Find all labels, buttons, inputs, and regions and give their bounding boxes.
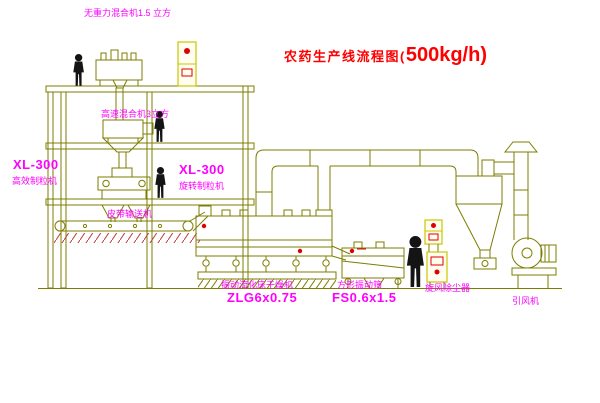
label-fan: 引风机 [512,296,540,306]
label-screen-model: FS0.6x1.5 [332,290,397,305]
fluid-bed-dryer-drawing [195,205,351,280]
granulator [97,167,151,222]
high-speed-mixer [101,119,154,169]
control-panel-right-upper [424,219,443,252]
control-panel-top [177,41,197,87]
label-granulator-left-model: XL-300 [13,157,59,172]
person-figure [155,167,166,198]
vibrating-screen-drawing [341,241,405,289]
induced-draft-fan-drawing [511,237,557,288]
label-granulator-left-name: 高效制粒机 [12,176,58,186]
label-granulator-right-name: 旋转制粒机 [179,181,225,191]
label-cyclone: 旋风除尘器 [425,283,471,293]
label-dryer-model: ZLG6x0.75 [227,290,298,305]
label-belt-conveyor: 皮带输送机 [107,209,153,219]
exhaust-duct [255,149,479,217]
label-high-speed-mixer: 高速混合机3立方 [101,109,170,119]
operator-figures [73,54,424,288]
exhaust-stack [503,141,539,240]
control-panel-right-lower [426,251,448,288]
person-figure [73,54,84,86]
cyclone-drawing [455,159,514,270]
label-granulator-right-model: XL-300 [179,162,225,177]
label-screen-name: 方形振动筛 [337,280,383,290]
label-dryer-name: 振动流化床干燥机 [221,280,294,290]
title-capacity: 500kg/h) [405,44,487,66]
title-text: 农药生产线流程图( [284,49,406,64]
label-gravity-mixer: 无重力混合机1.5 立方 [84,8,172,18]
diagram-title: 农药生产线流程图( 500kg/h) [284,44,487,67]
person-figure [406,236,424,288]
floor-hatch [54,233,200,243]
dryer-base-hatch [198,279,336,288]
